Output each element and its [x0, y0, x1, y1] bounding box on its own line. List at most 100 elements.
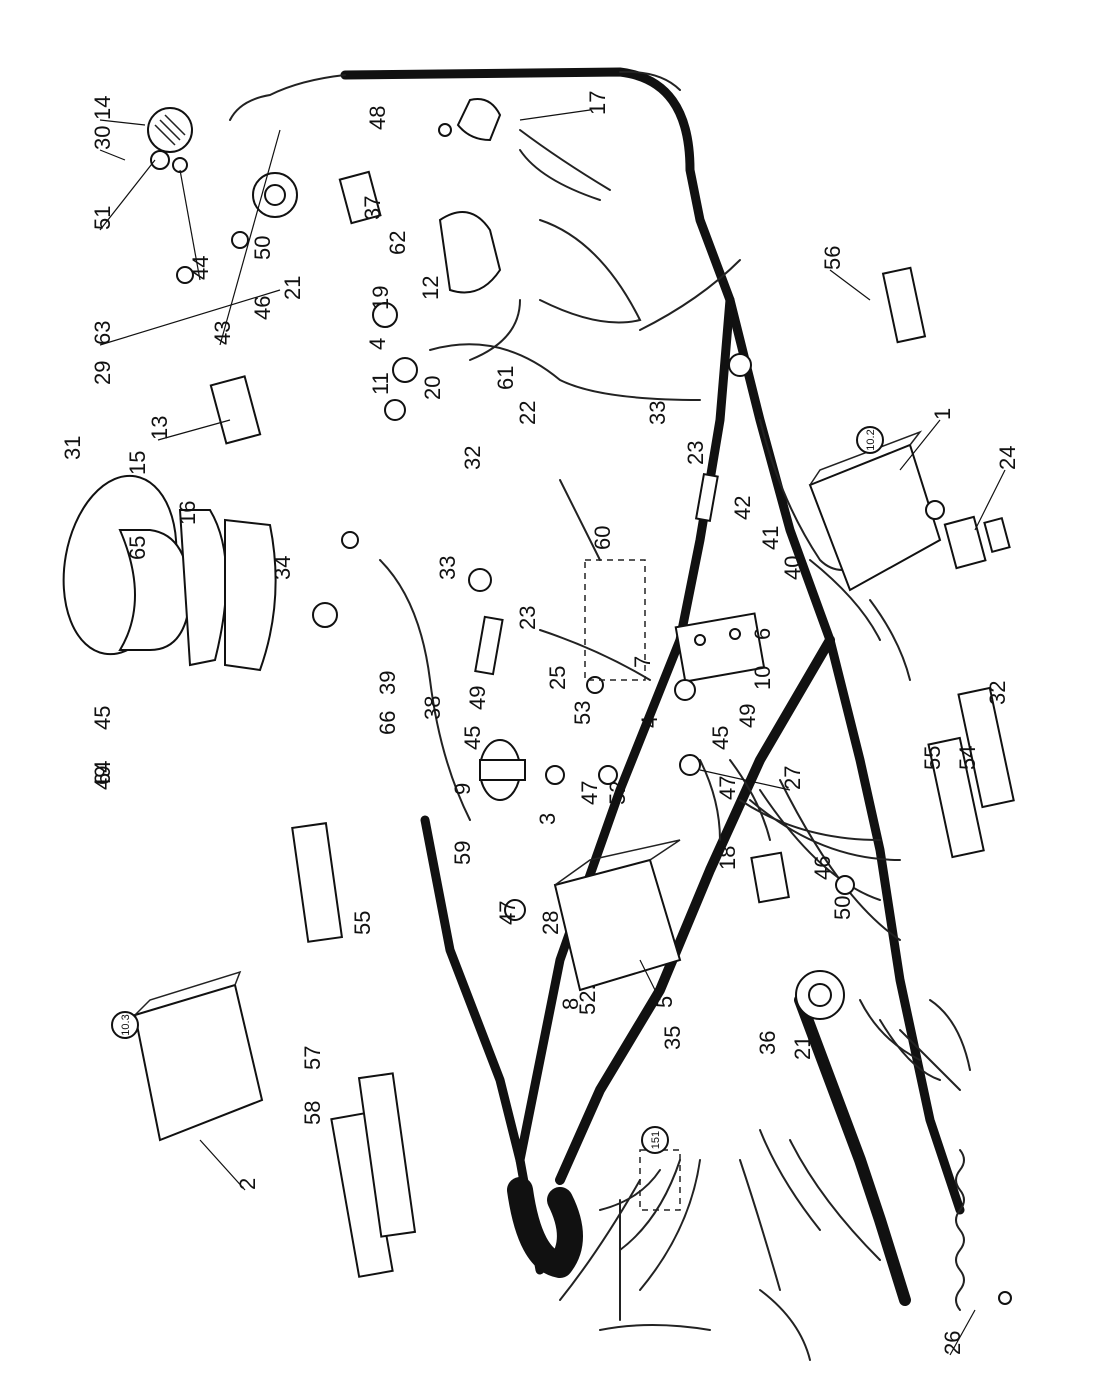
label-37: 37: [360, 196, 385, 220]
label-45b: 45: [460, 726, 485, 750]
label-35: 35: [660, 1026, 685, 1050]
label-44: 44: [188, 256, 213, 280]
connector-9: [479, 739, 526, 801]
label-25: 25: [545, 666, 570, 690]
label-43: 43: [210, 321, 235, 345]
label-61: 61: [493, 366, 518, 390]
connector-block-55-top: [291, 822, 344, 943]
label-15: 15: [125, 451, 150, 475]
label-66: 66: [375, 711, 400, 735]
label-47c: 47: [715, 776, 740, 800]
label-17: 17: [585, 91, 610, 115]
svg-text:10.3: 10.3: [120, 1014, 132, 1035]
label-20: 20: [420, 376, 445, 400]
label-19: 19: [368, 286, 393, 310]
label-1: 1: [930, 408, 955, 420]
dashed-part-151: [584, 559, 681, 1211]
label-27: 27: [780, 766, 805, 790]
label-50a: 50: [250, 236, 275, 260]
label-33b: 33: [645, 401, 670, 425]
branch-wires: [379, 129, 971, 1361]
main-harness: [229, 67, 965, 1306]
label-32b: 32: [985, 681, 1010, 705]
label-40: 40: [780, 556, 805, 580]
label-60: 60: [590, 526, 615, 550]
fuse-29: [338, 170, 382, 225]
relay-box-10-2: [808, 430, 942, 592]
bracket-17: [456, 98, 502, 142]
coil-box-8: [553, 839, 682, 992]
sender-21-top: [252, 172, 298, 218]
label-55b: 55: [350, 911, 375, 935]
label-62: 62: [385, 231, 410, 255]
label-58: 58: [300, 1101, 325, 1125]
label-23b: 23: [683, 441, 708, 465]
label-6: 6: [750, 628, 775, 640]
label-39: 39: [375, 671, 400, 695]
lamp-holder-62: [438, 211, 502, 294]
label-30: 30: [90, 126, 115, 150]
label-46a: 46: [250, 296, 275, 320]
label-28: 28: [538, 911, 563, 935]
label-46b: 46: [810, 856, 835, 880]
label-31: 31: [60, 436, 85, 460]
washer-components: [150, 123, 1012, 1305]
label-14: 14: [90, 96, 115, 120]
svg-text:10.2: 10.2: [865, 429, 877, 450]
label-34: 34: [270, 556, 295, 580]
label-52a: 52: [605, 781, 630, 805]
label-45a: 45: [90, 706, 115, 730]
plug-23-a: [474, 615, 504, 676]
svg-text:151: 151: [650, 1131, 662, 1149]
ref-10-3: 10.3: [111, 1011, 139, 1039]
connector-block-56: [881, 266, 927, 344]
label-55a: 55: [920, 746, 945, 770]
label-49c: 49: [735, 704, 760, 728]
label-7: 7: [630, 656, 655, 668]
label-50b: 50: [830, 896, 855, 920]
cable-26: [955, 1149, 965, 1311]
label-47b: 47: [577, 781, 602, 805]
junction-block-6: [674, 612, 766, 683]
label-63: 63: [90, 321, 115, 345]
label-24: 24: [995, 446, 1020, 470]
label-45c: 45: [708, 726, 733, 750]
horn-14: [147, 107, 193, 153]
part-labels: 1 2 3 4 4 5 6 7 8 9 10 11 12 13 14 15 16…: [60, 91, 1020, 1355]
relay-box-10-3: [133, 970, 264, 1142]
label-42: 42: [730, 496, 755, 520]
label-3: 3: [535, 813, 560, 825]
ref-151: 151: [641, 1126, 669, 1154]
label-53: 53: [570, 701, 595, 725]
label-21b: 21: [790, 1036, 815, 1060]
label-48: 48: [365, 106, 390, 130]
label-5: 5: [652, 996, 677, 1008]
label-41: 41: [758, 526, 783, 550]
label-9: 9: [450, 783, 475, 795]
label-59: 59: [450, 841, 475, 865]
label-13: 13: [147, 416, 172, 440]
connector-block-57: [357, 1072, 417, 1238]
label-4a: 4: [365, 338, 390, 350]
label-18: 18: [715, 846, 740, 870]
leader-lines: [99, 109, 1006, 1356]
label-29: 29: [90, 361, 115, 385]
label-65: 65: [125, 536, 150, 560]
label-21a: 21: [280, 276, 305, 300]
lamp-assembly: [62, 474, 277, 672]
switch-18: [750, 851, 790, 904]
sender-21-bottom: [795, 970, 845, 1020]
flasher-13: [209, 375, 262, 445]
label-49b: 49: [465, 686, 490, 710]
label-52b: 52.: [575, 984, 600, 1015]
label-22: 22: [515, 401, 540, 425]
connector-block-54: [957, 686, 1015, 809]
label-4b: 4: [637, 716, 662, 728]
label-54: 54: [955, 746, 980, 770]
label-16: 16: [175, 501, 200, 525]
label-38: 38: [420, 696, 445, 720]
label-32a: 32: [460, 446, 485, 470]
label-11: 11: [368, 372, 393, 395]
label-2: 2: [235, 1178, 260, 1190]
